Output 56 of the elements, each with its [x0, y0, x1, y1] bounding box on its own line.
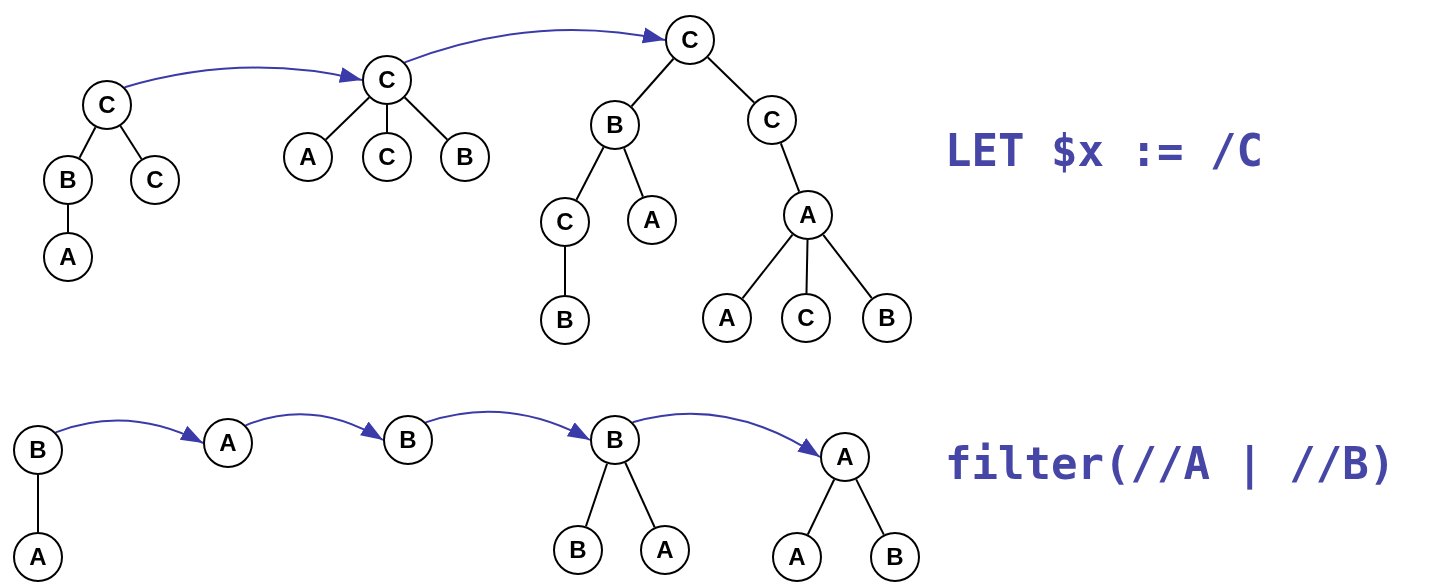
tree-node: B: [862, 293, 912, 343]
tree-edge-line: [706, 56, 756, 104]
tree-node: A: [772, 532, 822, 582]
tree-node: C: [540, 197, 590, 247]
tree-edge-line: [855, 478, 885, 536]
tree-edge-line: [623, 147, 644, 198]
curved-arrow: [631, 412, 821, 458]
tree-node: A: [43, 232, 93, 282]
tree-edge-line: [779, 142, 801, 193]
tree-edge-line: [822, 233, 873, 300]
tree-edge-line: [78, 126, 97, 159]
tree-node: B: [43, 155, 93, 205]
tree-node: C: [362, 132, 412, 182]
tree-edge-line: [564, 246, 566, 296]
tree-node: B: [870, 532, 920, 582]
tree-node: A: [640, 525, 690, 575]
tree-node: B: [553, 525, 603, 575]
tree-node: B: [590, 100, 640, 150]
curved-arrow: [54, 419, 204, 444]
tree-node: B: [440, 132, 490, 182]
tree-edge-line: [805, 239, 809, 294]
tree-node: C: [130, 155, 180, 205]
tree-node: A: [820, 432, 870, 482]
tree-edge-line: [386, 104, 388, 133]
tree-edge-line: [741, 233, 794, 300]
tree-node: C: [362, 55, 412, 105]
curved-arrow: [244, 413, 384, 441]
tree-node: C: [781, 293, 831, 343]
tree-edge-line: [806, 478, 836, 536]
tree-edge-line: [403, 96, 449, 141]
curved-arrow: [403, 28, 666, 64]
tree-node: C: [747, 95, 797, 145]
tree-edge-line: [584, 462, 609, 528]
tree-node: A: [203, 418, 253, 468]
curved-arrow: [424, 410, 591, 441]
tree-node: C: [82, 80, 132, 130]
tree-node: A: [627, 195, 677, 245]
tree-edge-line: [324, 96, 371, 141]
tree-node: B: [590, 415, 640, 465]
tree-node: B: [540, 295, 590, 345]
curved-arrow: [123, 66, 363, 89]
tree-edge-line: [624, 461, 656, 529]
tree-edge-line: [67, 204, 69, 233]
tree-edge-line: [630, 57, 675, 108]
code-expression: filter(//A | //B): [945, 438, 1396, 491]
tree-node: A: [783, 190, 833, 240]
tree-node: B: [383, 415, 433, 465]
tree-edge-line: [119, 125, 143, 160]
tree-edge-line: [575, 146, 605, 201]
tree-node: A: [13, 532, 63, 582]
tree-node: C: [665, 15, 715, 65]
tree-node: B: [13, 425, 63, 475]
tree-node: A: [702, 293, 752, 343]
tree-node: A: [283, 132, 333, 182]
tree-edge-line: [37, 474, 39, 533]
code-expression: LET $x := /C: [945, 125, 1263, 178]
